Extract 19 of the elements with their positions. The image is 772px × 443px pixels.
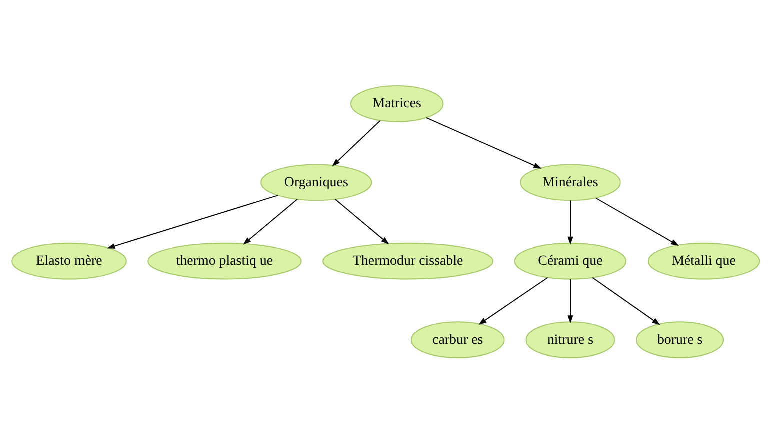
node-ellipse: Thermodur cissable [322,242,494,280]
node-ellipse: nitrure s [526,321,616,358]
arrow [243,198,298,244]
arrow [332,120,381,166]
node-ellipse: Matrices [350,84,444,122]
node-ellipse: Métalli que [648,242,760,280]
arrow [478,276,548,324]
node-ellipse: Organiques [260,164,372,201]
node-ellipse: thermo plastiq ue [148,242,302,280]
arrow [107,194,279,248]
arrow [568,278,574,324]
arrow [592,276,660,325]
arrow [568,200,574,244]
node-ellipse: carbur es [410,321,505,358]
node-ellipse: borure s [636,321,724,358]
node-ellipse: Cérami que [514,242,627,280]
arrow [595,197,680,246]
arrow [334,198,390,244]
arrow [426,116,542,168]
